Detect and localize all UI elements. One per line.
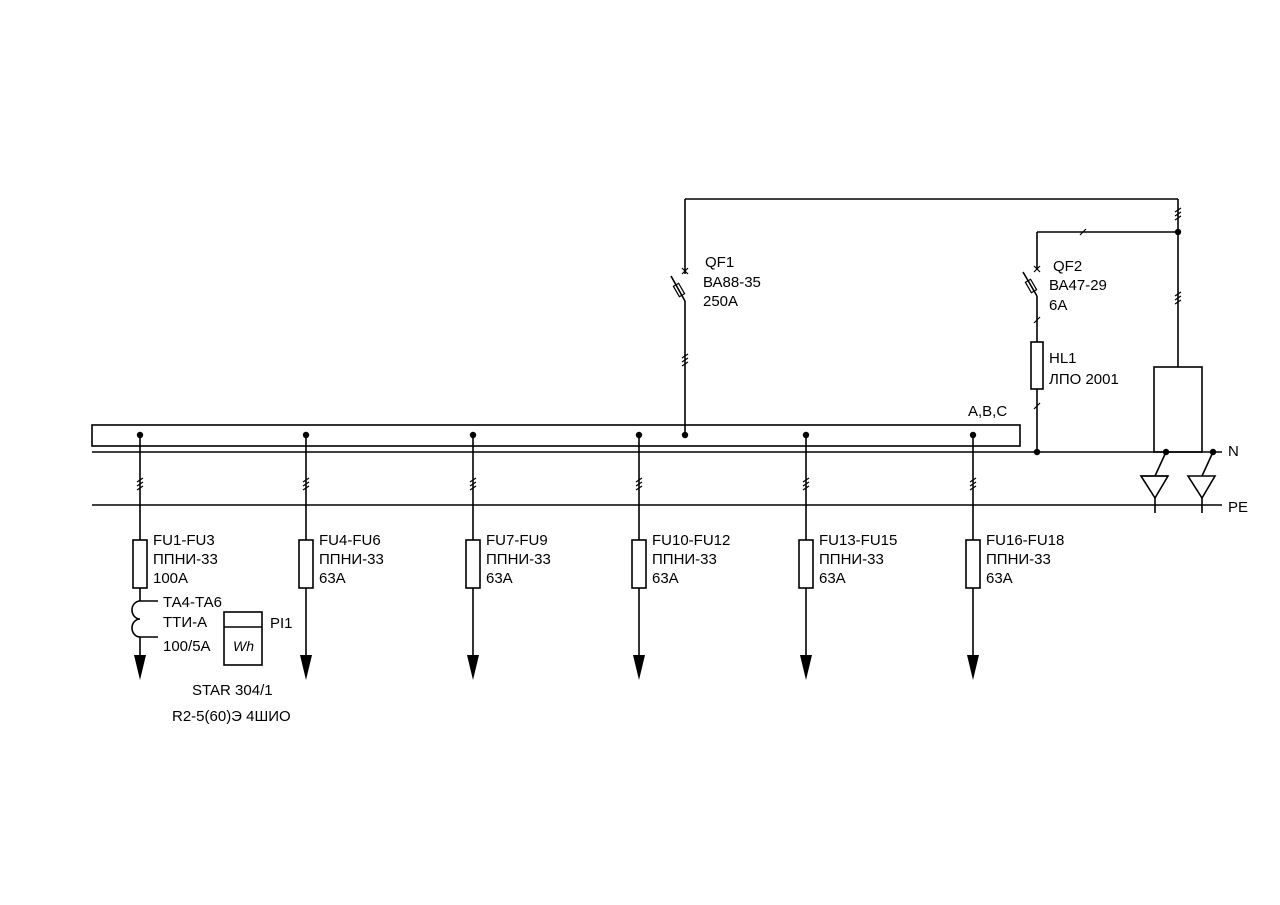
fuse-type: ППНИ-33 [652, 551, 717, 568]
tick-mark [635, 477, 643, 483]
arrow-down-icon [633, 655, 645, 680]
arrow-down-icon [800, 655, 812, 680]
fuse-symbol [132, 539, 148, 589]
qf2-rating: 6А [1049, 297, 1067, 314]
tick-mark [1174, 291, 1182, 297]
tick-mark [1174, 295, 1182, 301]
arrow-down-icon [467, 655, 479, 680]
tick-mark [1174, 215, 1182, 221]
hl1-name: HL1 [1049, 350, 1077, 367]
current-transformer [131, 600, 158, 638]
pe-label: PE [1228, 499, 1248, 516]
tick-mark [1174, 207, 1182, 213]
fuse-rating: 63А [986, 570, 1013, 587]
fuse-symbol [631, 539, 647, 589]
fuse-type: ППНИ-33 [153, 551, 218, 568]
fuse-name: FU7-FU9 [486, 532, 548, 549]
fuse-name: FU16-FU18 [986, 532, 1064, 549]
tick-mark [1174, 299, 1182, 305]
ct-type: ТТИ-А [163, 614, 207, 631]
busbar-phase-label: A,B,C [968, 403, 1007, 420]
tick-mark [469, 481, 477, 487]
tick-mark [136, 477, 144, 483]
qf1-rating: 250А [703, 293, 738, 310]
tick-mark [802, 481, 810, 487]
fuse-symbol [798, 539, 814, 589]
arrow-down-icon [134, 655, 146, 680]
tick-mark [681, 353, 689, 359]
ct-ratio: 100/5А [163, 638, 211, 655]
tick-mark [1033, 402, 1041, 410]
tick-mark [969, 481, 977, 487]
fuse-symbol [298, 539, 314, 589]
tick-mark [136, 481, 144, 487]
supply-riser [1036, 199, 1182, 367]
qf1-branch [670, 198, 1178, 439]
hl1-type: ЛПО 2001 [1049, 371, 1119, 388]
qf1-name: QF1 [705, 254, 734, 271]
arrow-down-icon [300, 655, 312, 680]
fuse-type: ППНИ-33 [986, 551, 1051, 568]
busbar-abc [91, 424, 1021, 447]
tick-mark [635, 481, 643, 487]
qf1-type: ВА88-35 [703, 274, 761, 291]
tick-mark [802, 485, 810, 491]
fuse-name: FU4-FU6 [319, 532, 381, 549]
wire-count-ticks [136, 207, 1182, 491]
tick-mark [1174, 211, 1182, 217]
qf2-branch [1022, 271, 1044, 456]
qf2-type: ВА47-29 [1049, 277, 1107, 294]
fuse-type: ППНИ-33 [486, 551, 551, 568]
tick-mark [302, 481, 310, 487]
energy-meter [223, 611, 263, 666]
tick-mark [136, 485, 144, 491]
fuse-type: ППНИ-33 [319, 551, 384, 568]
meter-symbol: Wh [233, 638, 254, 654]
fuse-rating: 63А [486, 570, 513, 587]
meter-name: PI1 [270, 615, 293, 632]
neutral-label: N [1228, 443, 1239, 460]
meter-model: STAR 304/1 [192, 682, 273, 699]
feeder-group: FU1-FU3ППНИ-33100АFU4-FU6ППНИ-3363АFU7-F… [132, 431, 1064, 680]
fuse-rating: 63А [319, 570, 346, 587]
tick-mark [802, 477, 810, 483]
tick-mark [1033, 316, 1041, 324]
tick-mark [969, 477, 977, 483]
fuse-name: FU13-FU15 [819, 532, 897, 549]
fuse-name: FU1-FU3 [153, 532, 215, 549]
fuse-type: ППНИ-33 [819, 551, 884, 568]
fuse-rating: 63А [652, 570, 679, 587]
tick-mark [681, 357, 689, 363]
tick-mark [969, 485, 977, 491]
qf1-cross-icon [681, 267, 689, 275]
ct-name: ТА4-ТА6 [163, 594, 222, 611]
fuse-rating: 63А [819, 570, 846, 587]
tick-mark [302, 477, 310, 483]
tick-mark [681, 361, 689, 367]
arrow-down-icon [967, 655, 979, 680]
tick-mark [635, 485, 643, 491]
fuse-name: FU10-FU12 [652, 532, 730, 549]
meter-spec: R2-5(60)Э 4ШИО [172, 708, 291, 725]
fuse-symbol [465, 539, 481, 589]
qf2-cross-icon [1033, 265, 1041, 273]
fuse-rating: 100А [153, 570, 188, 587]
surge-arrester-block [1139, 366, 1217, 513]
tick-mark [469, 485, 477, 491]
tick-mark [1079, 228, 1087, 236]
fuse-symbol [965, 539, 981, 589]
tick-mark [302, 485, 310, 491]
hl1-lamp [1030, 341, 1044, 390]
tick-mark [469, 477, 477, 483]
qf2-name: QF2 [1053, 258, 1082, 275]
